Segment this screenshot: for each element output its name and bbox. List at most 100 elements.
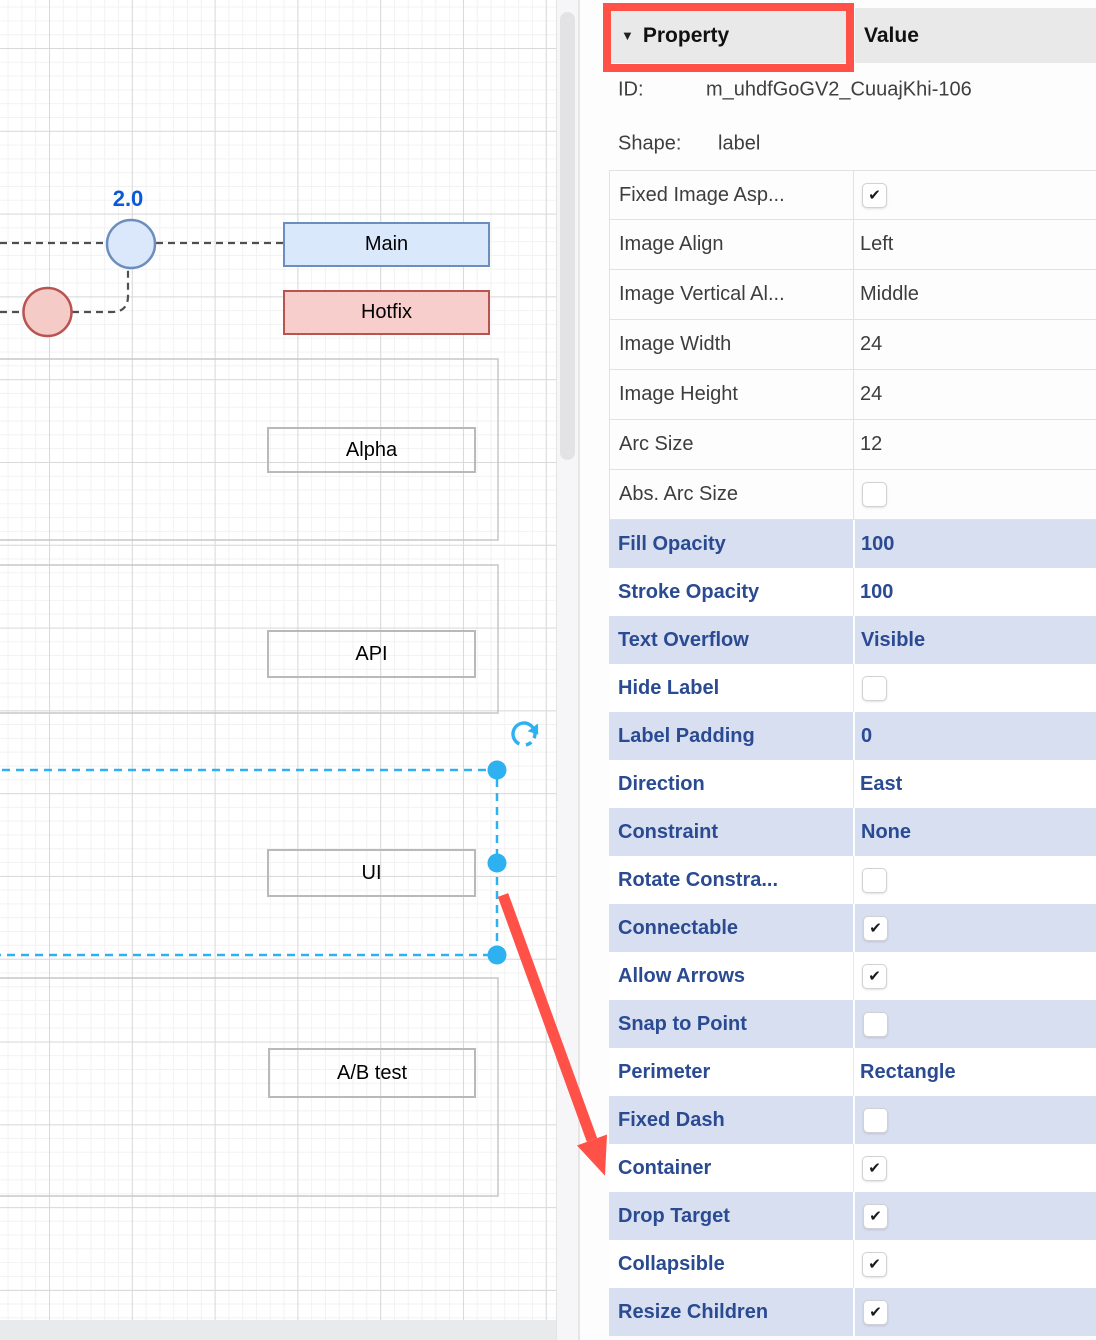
commit-node-hotfix[interactable] [22,286,73,338]
property-name-cell: Fill Opacity [618,532,726,555]
lane-box-ui-label: UI [361,861,382,884]
property-value-cell[interactable]: 24 [860,383,883,405]
property-value-cell[interactable]: 0 [853,712,1096,760]
property-value-cell[interactable] [854,470,1096,519]
lane-box-abtest[interactable]: A/B test [268,1048,476,1098]
property-value-cell[interactable]: East [853,760,1096,808]
property-name-cell: Constraint [618,820,718,843]
checkbox-checked[interactable]: ✔ [863,1203,888,1229]
annotation-highlight-box [603,3,854,72]
property-value-cell[interactable]: ✔ [853,904,1096,952]
shape-value: label [718,132,761,154]
header-divider [853,8,855,63]
checkbox-unchecked[interactable] [862,867,887,893]
checkbox-unchecked[interactable] [862,675,887,701]
branch-box-hotfix-label: Hotfix [360,301,413,323]
lane-box-api-label: API [355,642,388,665]
property-name-cell: Resize Children [618,1300,769,1323]
shape-row: Shape: label [609,117,1096,170]
property-value-cell[interactable]: 100 [853,520,1096,568]
property-value-cell[interactable]: None [853,808,1096,856]
property-row: Allow Arrows ✔ [609,952,1096,1000]
property-row: Connectable✔ [609,904,1096,952]
property-value-cell[interactable]: ✔ [853,952,1096,1000]
property-row: Container ✔ [609,1144,1096,1192]
lane-api-container[interactable] [0,564,499,714]
property-name-cell: Allow Arrows [618,964,746,987]
property-name-cell: Snap to Point [618,1012,747,1035]
property-name-cell: Stroke Opacity [618,580,760,603]
selection-handle-bottom-right[interactable] [487,945,507,965]
property-table: ▼ Property Value ID: m_uhdfGoGV2_CuuajKh… [609,8,1096,1336]
checkbox-unchecked[interactable] [863,1011,888,1037]
property-value-cell[interactable]: 12 [860,433,883,455]
property-value-cell[interactable]: 24 [860,333,883,355]
property-name-cell: Image Align [610,220,854,269]
branch-box-hotfix[interactable]: Hotfix [283,290,490,335]
property-row: Collapsible ✔ [609,1240,1096,1288]
lane-box-alpha[interactable]: Alpha [267,427,476,473]
shape-label: Shape: [618,132,682,154]
property-row: Image Vertical Al...Middle [609,270,1096,320]
checkbox-checked[interactable]: ✔ [863,915,888,941]
lane-box-alpha-label: Alpha [345,438,398,461]
property-value-cell[interactable] [853,664,1096,712]
property-row: Abs. Arc Size [609,470,1096,520]
branch-edges [0,241,283,314]
diagram-canvas[interactable]: 2.0 Main Hotfix Alpha API UI A/B test [0,0,556,1320]
property-value-cell[interactable] [853,856,1096,904]
property-value-cell[interactable]: ✔ [853,1240,1096,1288]
checkbox-checked[interactable]: ✔ [862,1251,887,1277]
id-value: m_uhdfGoGV2_CuuajKhi-106 [706,78,972,101]
property-value-cell[interactable] [853,1096,1096,1144]
property-row: Constraint None [609,808,1096,856]
property-value-cell[interactable]: ✔ [853,1144,1096,1192]
property-value-cell[interactable] [853,1000,1096,1048]
property-name-cell: Image Height [610,370,854,419]
lane-alpha-container[interactable] [0,358,499,541]
collapse-triangle-icon[interactable]: ▼ [621,28,634,43]
property-name-cell: Fixed Image Asp... [610,171,854,219]
checkbox-checked[interactable]: ✔ [862,963,887,989]
rotate-icon[interactable] [509,719,539,748]
checkbox-unchecked[interactable] [862,482,887,507]
id-row: ID: m_uhdfGoGV2_CuuajKhi-106 [609,63,1096,117]
property-name-cell: Collapsible [618,1252,725,1275]
checkbox-checked[interactable]: ✔ [862,182,887,208]
property-row: Image Align Left [609,220,1096,270]
property-name-cell: Hide Label [618,676,720,699]
property-value-cell[interactable]: ✔ [853,1192,1096,1240]
property-value-cell[interactable]: ✔ [854,171,1096,219]
header-property-label: Property [642,23,730,47]
canvas-page-edge [0,1320,578,1340]
property-table-header: ▼ Property Value [609,8,1096,63]
property-name-cell: Direction [618,772,705,795]
vertical-scrollbar-thumb[interactable] [560,12,575,460]
property-value-cell[interactable]: 100 [853,568,1096,616]
branch-box-main[interactable]: Main [283,222,490,267]
checkbox-checked[interactable]: ✔ [862,1155,887,1181]
property-value-cell[interactable]: ✔ [853,1288,1096,1336]
checkbox-unchecked[interactable] [863,1107,888,1133]
property-row: Resize Children ✔ [609,1288,1096,1336]
header-property-cell[interactable]: ▼ Property [609,8,853,63]
checkbox-checked[interactable]: ✔ [863,1299,888,1325]
selection-handle-right[interactable] [487,853,507,873]
commit-version-label: 2.0 [112,186,144,211]
property-name-cell: Label Padding [618,724,755,747]
property-row: Direction East [609,760,1096,808]
property-name-cell: Container [618,1156,712,1179]
property-value-cell[interactable]: Middle [860,283,919,305]
property-name-cell: Abs. Arc Size [610,470,854,519]
property-name-cell: Drop Target [618,1204,730,1227]
property-value-cell[interactable]: Rectangle [853,1048,1096,1096]
selection-handle-top-right[interactable] [487,760,507,780]
lane-box-api[interactable]: API [267,630,476,678]
property-value-cell[interactable]: Left [860,233,894,255]
commit-node-main[interactable] [105,218,157,270]
lane-box-ui[interactable]: UI [267,849,476,897]
property-value-cell[interactable]: Visible [853,616,1096,664]
